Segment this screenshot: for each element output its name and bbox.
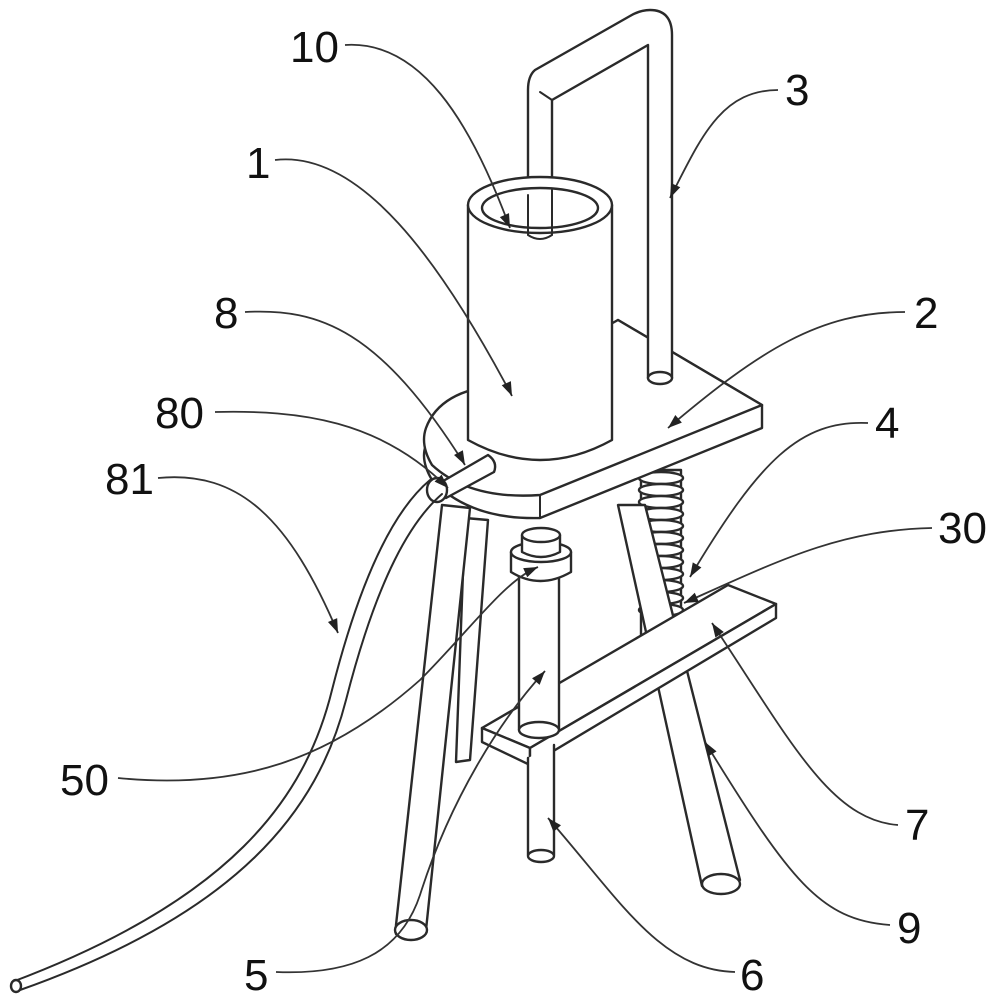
label-30: 30 (938, 504, 987, 553)
label-81: 81 (105, 455, 154, 504)
leader-81-arrowhead (327, 618, 338, 633)
leader-10-arrowhead (499, 213, 510, 228)
hose-part-81 (9, 479, 443, 994)
leader-3-arrowhead (670, 183, 681, 198)
lower-rod-part-6 (526, 743, 556, 864)
leader-50 (117, 566, 539, 782)
label-3: 3 (785, 66, 809, 115)
label-80: 80 (155, 389, 204, 438)
leader-7-arrowhead (712, 623, 724, 638)
spring-coil (637, 482, 685, 498)
label-8: 8 (214, 289, 238, 338)
label-4: 4 (875, 399, 899, 448)
leader-81 (157, 476, 339, 634)
leader-1 (274, 158, 513, 397)
leader-9-arrowhead (705, 742, 717, 757)
leader-5-arrowhead (532, 671, 545, 685)
leader-30 (683, 527, 933, 604)
leader-lines (117, 44, 933, 974)
handle-part-3 (526, 8, 674, 386)
leader-8 (244, 310, 466, 466)
leader-9 (704, 741, 891, 926)
leader-10 (344, 44, 511, 229)
leader-8-arrowhead (454, 450, 465, 465)
leader-3 (669, 89, 779, 199)
label-9: 9 (897, 904, 921, 953)
rear-leg-left (454, 516, 490, 764)
label-1: 1 (246, 139, 270, 188)
coupling-part-50 (509, 526, 573, 583)
leader-6 (547, 817, 736, 973)
leader-30-arrowhead (684, 592, 699, 603)
label-50: 50 (60, 756, 109, 805)
leader-1-arrowhead (501, 381, 512, 396)
label-2: 2 (914, 289, 938, 338)
leader-2 (667, 311, 906, 429)
leg-part-9 (616, 503, 742, 896)
label-6: 6 (740, 951, 764, 1000)
cylinder-part-1 (466, 175, 614, 462)
label-10: 10 (290, 23, 339, 72)
leader-2-arrowhead (668, 415, 682, 428)
center-rod-part-5 (517, 558, 561, 740)
leader-4-arrowhead (690, 562, 702, 577)
leader-50-arrowhead (523, 567, 538, 578)
leader-80-arrowhead (434, 474, 448, 488)
label-7: 7 (905, 801, 929, 850)
leader-80 (214, 410, 449, 489)
leader-6-arrowhead (548, 818, 561, 832)
leader-5 (275, 670, 546, 974)
leader-4 (689, 422, 869, 578)
leader-7 (711, 622, 899, 826)
label-5: 5 (244, 951, 268, 1000)
leg-front-left (393, 503, 472, 942)
